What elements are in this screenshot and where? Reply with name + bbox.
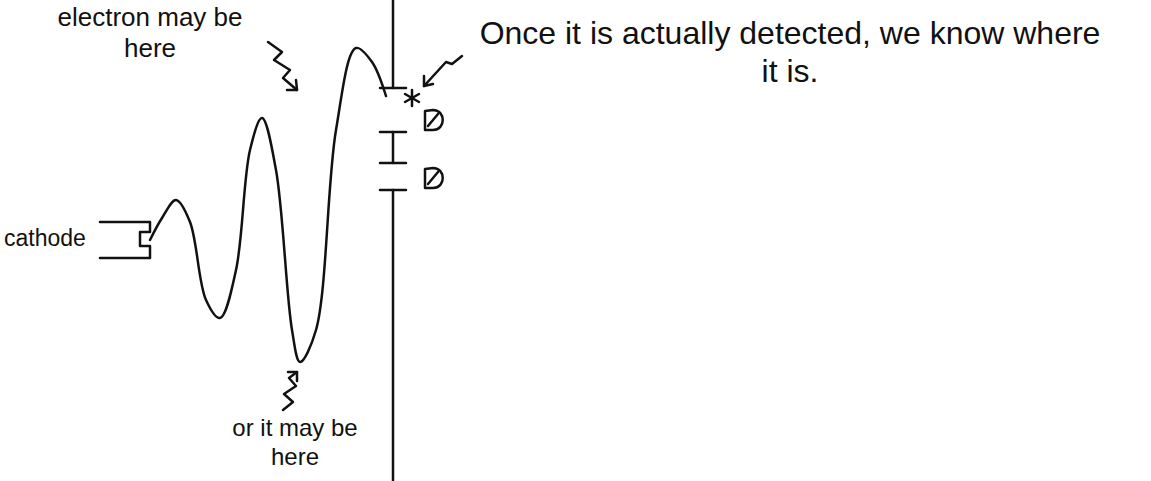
label-text: cathode — [4, 225, 96, 253]
note-label: electron may be here — [40, 2, 260, 64]
cathode-symbol — [100, 222, 150, 258]
pointer-arrow — [424, 56, 462, 86]
note-label: Once it is actually detected, we know wh… — [470, 14, 1110, 91]
label-text: Once it is actually detected, we know wh… — [470, 14, 1110, 91]
wave-function — [150, 48, 386, 362]
pointer-arrow — [268, 42, 297, 90]
label-text: electron may be here — [40, 2, 260, 64]
double-slit-barrier — [380, 0, 406, 481]
detector-symbol — [425, 168, 443, 188]
label-text: or it may be here — [215, 414, 375, 472]
pointer-arrow — [283, 372, 297, 410]
detection-mark — [405, 90, 419, 106]
note-label: or it may be here — [215, 414, 375, 472]
part-label: cathode — [4, 225, 96, 253]
detector-symbol — [425, 110, 443, 130]
